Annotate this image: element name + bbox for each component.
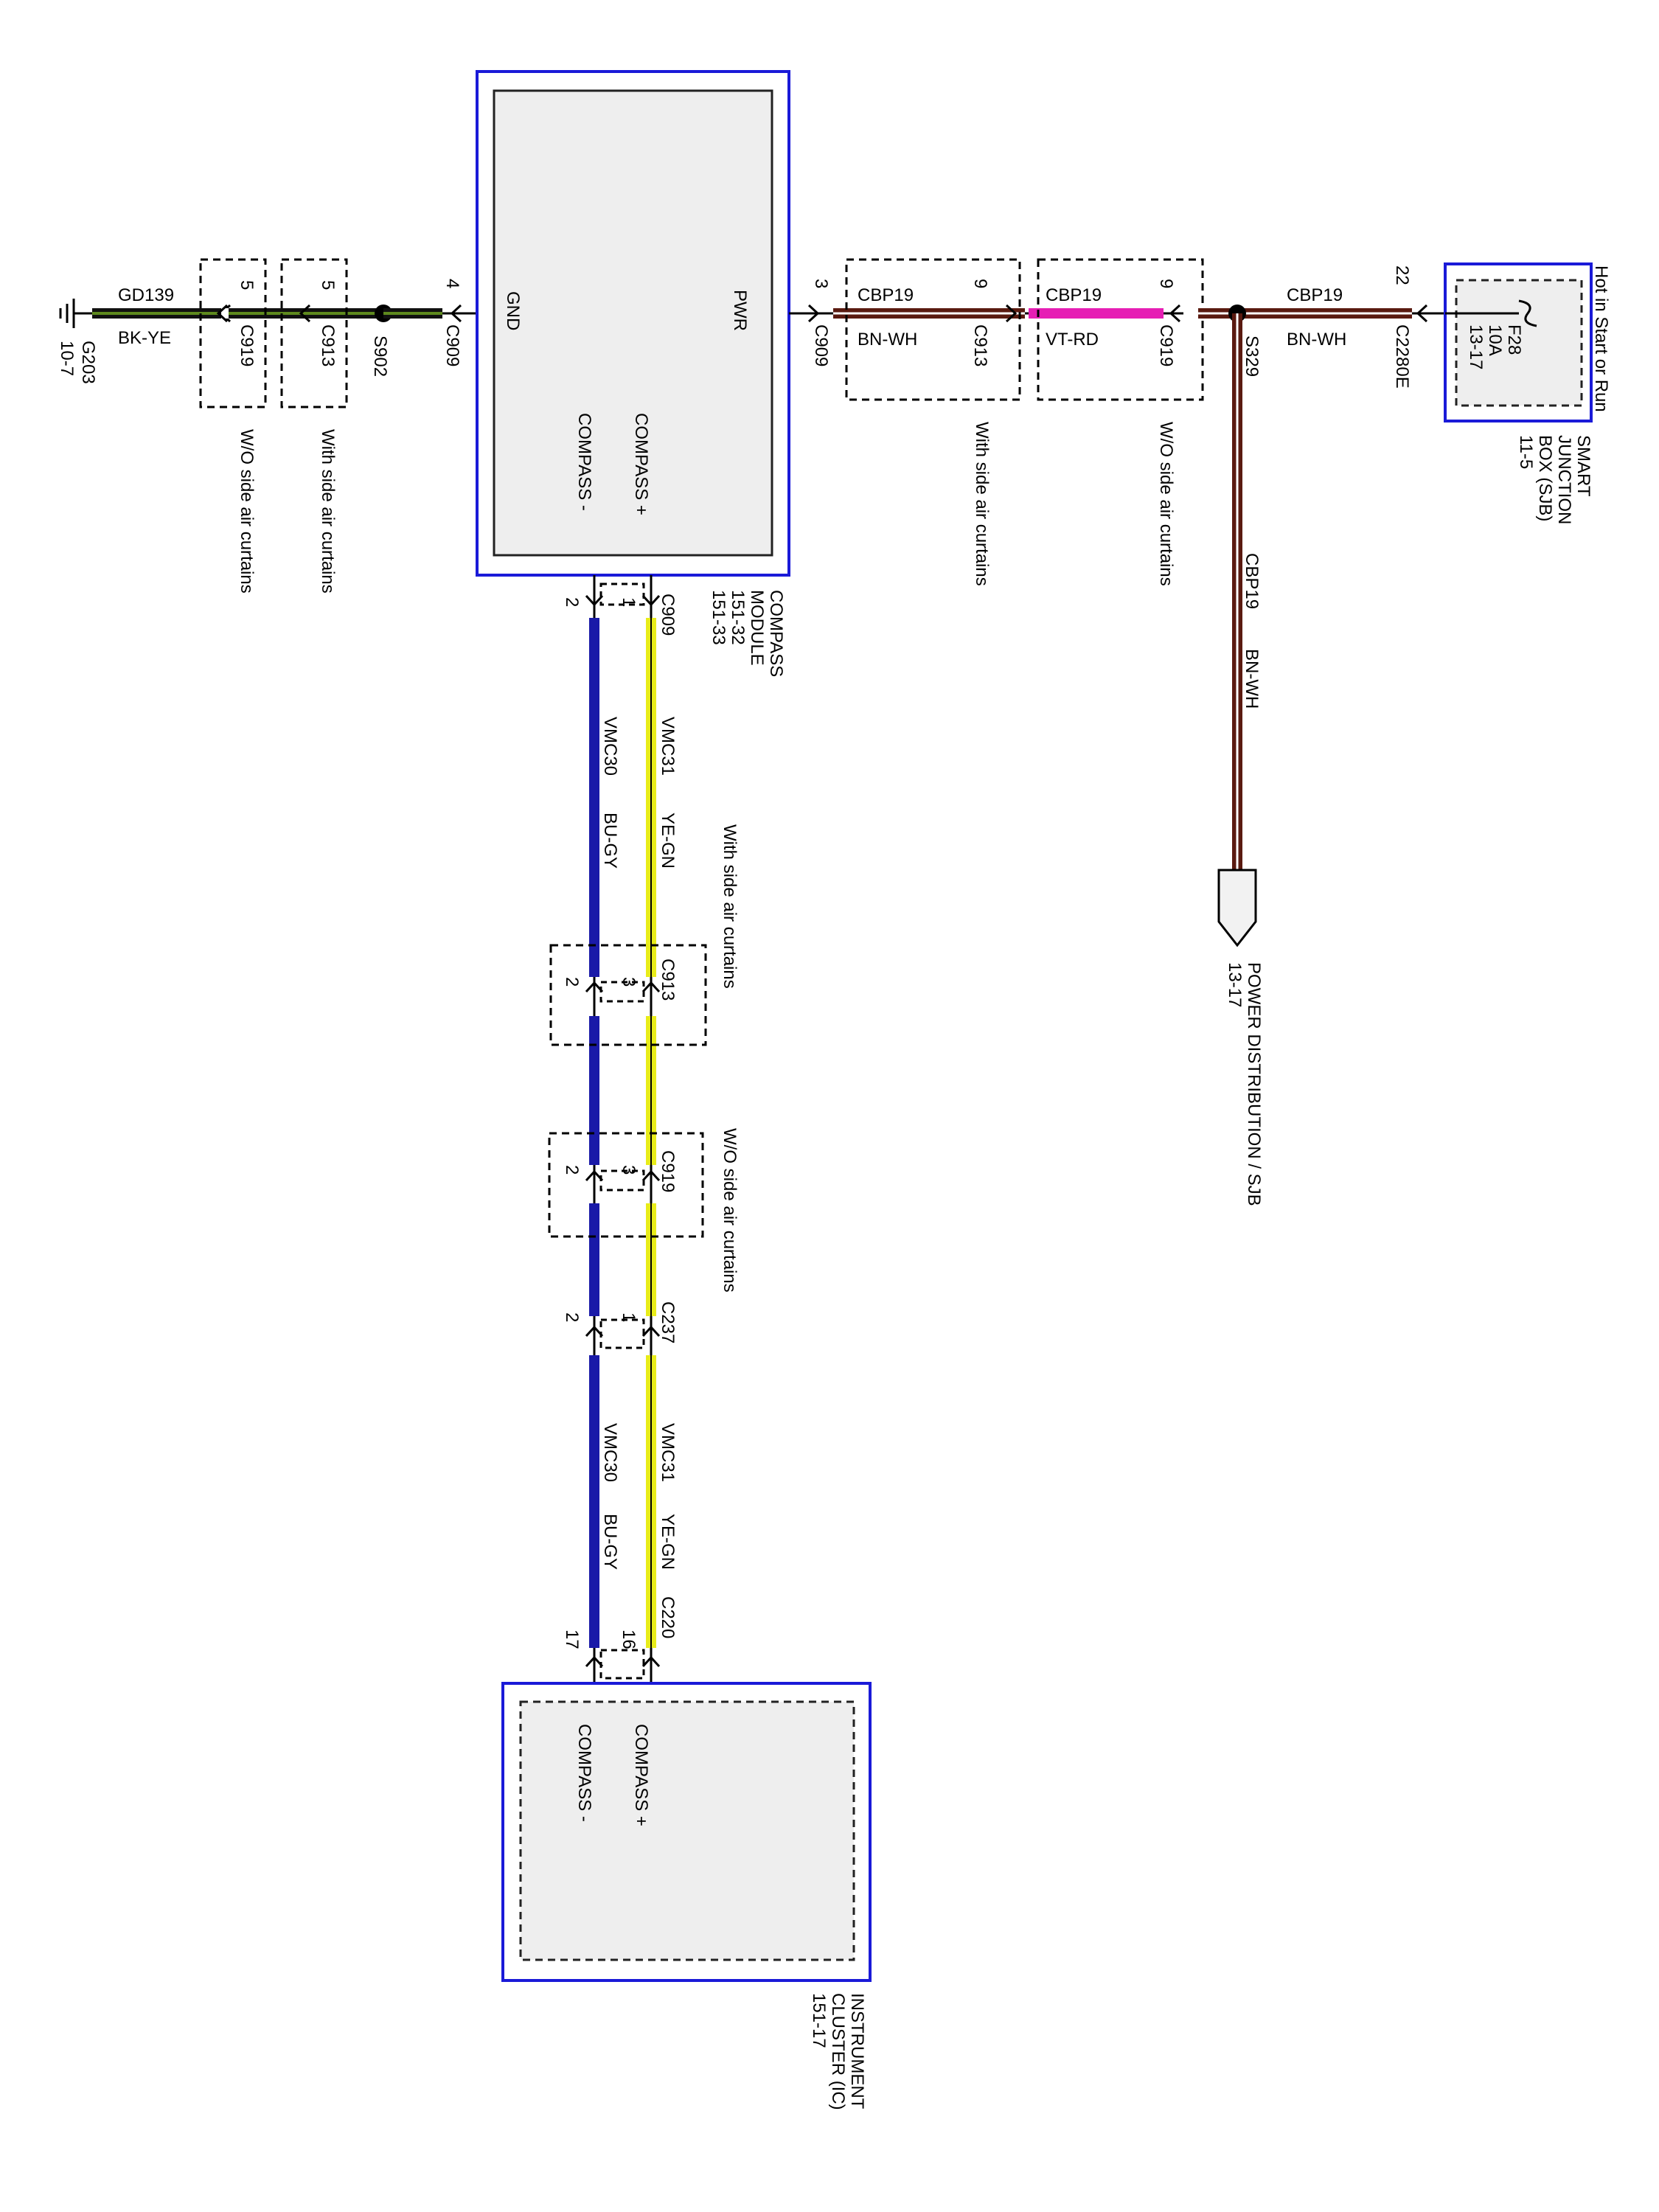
connector-c909-pwr [789, 304, 833, 323]
c909-pwr-pin: 3 [811, 279, 831, 288]
sjb-conn-name: C2280E [1392, 324, 1412, 389]
gnd-circuit-label: GD139 [118, 285, 174, 305]
power-dist-label-1: 13-17 [1225, 962, 1245, 1007]
compass-module [476, 70, 790, 577]
gnd-color-label: BK-YE [118, 328, 171, 348]
c913-sig-pin-minus: 2 [562, 977, 582, 987]
c220-pin-plus: 16 [619, 1630, 639, 1649]
c909-sig-pin-minus: 2 [562, 597, 582, 607]
c909-sig-name: C909 [658, 594, 678, 636]
vmc30-circuit-lower: VMC30 [600, 1423, 620, 1482]
c913-gnd-pin: 5 [318, 280, 338, 290]
ic-name-1: CLUSTER (IC) [828, 1993, 848, 2110]
connector-c913-gnd [280, 258, 348, 408]
ground-ref: 10-7 [57, 341, 77, 376]
ic-name-0: INSTRUMENT [847, 1993, 867, 2110]
c919-gnd-name: C919 [237, 324, 257, 366]
c919-pwr-pin: 9 [1156, 279, 1176, 288]
fuse-ref: 13-17 [1466, 324, 1486, 369]
pwr-seg3-color: BN-WH [1287, 330, 1346, 349]
power-dist-terminator [1217, 869, 1257, 947]
c220-pin-minus: 17 [562, 1630, 582, 1649]
module-compass-minus: COMPASS - [574, 413, 594, 511]
c919-gnd-pin: 5 [237, 280, 257, 290]
c913-pwr-note: With side air curtains [972, 422, 992, 586]
vmc31-color-lower: YE-GN [658, 1514, 678, 1570]
power-dist-circuit: CBP19 [1242, 553, 1262, 609]
c919-sig-pin-plus: 3 [619, 1165, 639, 1175]
c237-pin-minus: 2 [562, 1312, 582, 1322]
c237-name: C237 [658, 1301, 678, 1343]
c237-pin-plus: 1 [619, 1312, 639, 1322]
c919-sig-note: W/O side air curtains [720, 1128, 740, 1293]
pwr-seg3-circuit: CBP19 [1287, 285, 1343, 305]
c909-sig-pin-plus: 1 [619, 597, 639, 607]
c913-sig-name: C913 [658, 959, 678, 1001]
sjb-name-2: BOX (SJB) [1535, 435, 1555, 521]
splice-s329-label: S329 [1242, 335, 1262, 377]
c909-pwr-name: C909 [811, 324, 831, 366]
vmc31-color-upper: YE-GN [658, 813, 678, 869]
vmc30-color-upper: BU-GY [600, 813, 620, 869]
power-dist-label-0: POWER DISTRIBUTION / SJB [1244, 962, 1264, 1206]
c919-sig-name: C919 [658, 1150, 678, 1192]
vmc30-color-lower: BU-GY [600, 1514, 620, 1570]
sjb-name-3: 11-5 [1516, 435, 1536, 469]
ic-name-2: 151-17 [809, 1993, 829, 2048]
splice-s902-label: S902 [370, 335, 390, 377]
fuse-id: F28 [1504, 324, 1524, 355]
connector-c909-signal [585, 582, 661, 607]
c220-name: C220 [658, 1596, 678, 1638]
sjb-conn-pin: 22 [1392, 265, 1412, 285]
connector-c913-signal [549, 944, 707, 1046]
ic-compass-minus: COMPASS - [574, 1724, 594, 1822]
smart-junction-box [1444, 262, 1593, 422]
module-compass-plus: COMPASS + [631, 413, 651, 515]
c919-pwr-note: W/O side air curtains [1156, 422, 1176, 586]
c919-gnd-note: W/O side air curtains [237, 429, 257, 594]
pwr-seg2-circuit: CBP19 [1046, 285, 1102, 305]
module-gnd-label: GND [503, 291, 523, 330]
module-name-2: 151-32 [728, 590, 748, 645]
c919-sig-pin-minus: 2 [562, 1165, 582, 1175]
module-pwr-label: PWR [730, 290, 750, 331]
vmc31-circuit-upper: VMC31 [658, 717, 678, 776]
power-dist-color: BN-WH [1242, 649, 1262, 709]
ground-symbol [59, 299, 92, 328]
module-name-1: MODULE [747, 590, 767, 666]
instrument-cluster [501, 1682, 872, 1982]
c913-sig-pin-plus: 3 [619, 977, 639, 987]
connector-c919-pwr [1037, 258, 1204, 401]
c913-pwr-pin: 9 [970, 279, 990, 288]
pwr-seg1-color: BN-WH [858, 330, 917, 349]
c913-gnd-name: C913 [318, 324, 338, 366]
c909-gnd-name: C909 [442, 324, 462, 366]
c913-gnd-note: With side air curtains [318, 429, 338, 594]
connector-c919-signal [548, 1132, 704, 1238]
connector-c220 [585, 1649, 661, 1680]
pwr-seg2-color: VT-RD [1046, 330, 1099, 349]
ground-id: G203 [78, 341, 98, 384]
pwr-seg1-circuit: CBP19 [858, 285, 914, 305]
ic-compass-plus: COMPASS + [631, 1724, 651, 1826]
connector-c919-gnd [199, 258, 267, 408]
c913-pwr-name: C913 [970, 324, 990, 366]
module-name-0: COMPASS [766, 590, 786, 677]
c913-sig-note: With side air curtains [720, 824, 740, 989]
c909-gnd-pin: 4 [442, 279, 462, 288]
c919-pwr-name: C919 [1156, 324, 1176, 366]
sjb-hot-label: Hot in Start or Run [1591, 265, 1611, 412]
sjb-name-0: SMART [1573, 435, 1593, 497]
fuse-icon [1445, 299, 1537, 327]
fuse-rating: 10A [1485, 324, 1505, 356]
vmc31-circuit-lower: VMC31 [658, 1423, 678, 1482]
module-name-3: 151-33 [709, 590, 728, 645]
sjb-name-1: JUNCTION [1554, 435, 1574, 524]
vmc30-circuit-upper: VMC30 [600, 717, 620, 776]
connector-c237 [585, 1318, 661, 1349]
